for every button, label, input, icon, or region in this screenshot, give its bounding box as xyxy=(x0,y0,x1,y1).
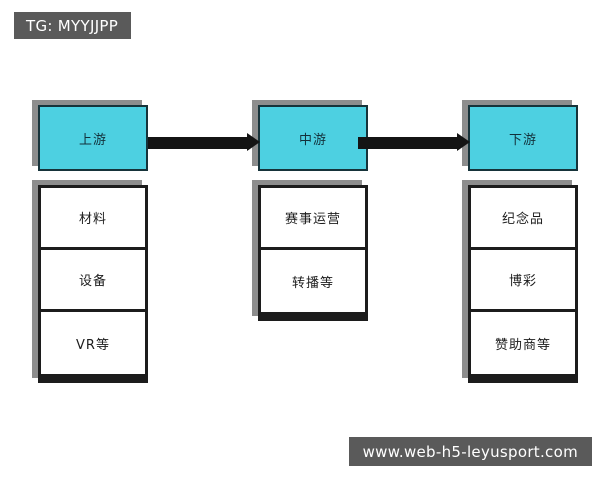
list-item[interactable]: 纪念品 xyxy=(471,188,575,250)
column-midstream-header-label: 中游 xyxy=(298,132,327,148)
column-downstream-header-label: 下游 xyxy=(508,132,537,148)
column-downstream: 下游 纪念品 博彩 赞助商等 xyxy=(462,100,578,383)
column-upstream-header[interactable]: 上游 xyxy=(38,105,148,171)
list-item[interactable]: 设备 xyxy=(41,250,145,312)
column-midstream-header[interactable]: 中游 xyxy=(258,105,368,171)
connector-shaft-thin xyxy=(148,146,248,149)
list-item-label: 赞助商等 xyxy=(494,337,551,353)
list-item[interactable]: VR等 xyxy=(41,312,145,374)
connector-shaft xyxy=(358,137,460,146)
column-upstream-header-label: 上游 xyxy=(78,132,107,148)
column-midstream: 中游 赛事运营 转播等 xyxy=(252,100,368,321)
list-item-label: VR等 xyxy=(76,337,110,353)
column-midstream-header-wrap: 中游 xyxy=(252,100,368,171)
connector-shaft-thin xyxy=(358,146,458,149)
list-item-label: 材料 xyxy=(78,212,107,227)
arrow-head-icon xyxy=(457,133,470,151)
column-upstream-items: 材料 设备 VR等 xyxy=(38,185,148,383)
arrow-head-icon xyxy=(247,133,260,151)
list-item-label: 设备 xyxy=(78,274,107,289)
column-upstream-items-wrap: 材料 设备 VR等 xyxy=(32,180,148,383)
list-item[interactable]: 材料 xyxy=(41,188,145,250)
column-midstream-items: 赛事运营 转播等 xyxy=(258,185,368,321)
tg-badge-label: TG: MYYJJPP xyxy=(26,16,119,35)
column-upstream-header-wrap: 上游 xyxy=(32,100,148,171)
site-watermark-label: www.web-h5-leyusport.com xyxy=(362,442,578,461)
list-item-label: 转播等 xyxy=(291,275,334,291)
list-item[interactable]: 赞助商等 xyxy=(471,312,575,374)
list-item[interactable]: 赛事运营 xyxy=(261,188,365,250)
list-item[interactable]: 转播等 xyxy=(261,250,365,312)
column-downstream-header-wrap: 下游 xyxy=(462,100,578,171)
column-downstream-header[interactable]: 下游 xyxy=(468,105,578,171)
column-upstream: 上游 材料 设备 VR等 xyxy=(32,100,148,383)
column-midstream-items-wrap: 赛事运营 转播等 xyxy=(252,180,368,321)
connector-upstream-to-midstream-arrow-icon xyxy=(148,131,260,153)
list-item-label: 博彩 xyxy=(508,274,537,289)
column-downstream-items-wrap: 纪念品 博彩 赞助商等 xyxy=(462,180,578,383)
connector-midstream-to-downstream-arrow-icon xyxy=(358,131,470,153)
column-downstream-items: 纪念品 博彩 赞助商等 xyxy=(468,185,578,383)
list-item-label: 纪念品 xyxy=(501,212,544,227)
site-watermark: www.web-h5-leyusport.com xyxy=(348,437,592,466)
tg-badge: TG: MYYJJPP xyxy=(14,12,132,39)
connector-shaft xyxy=(148,137,250,146)
list-item[interactable]: 博彩 xyxy=(471,250,575,312)
list-item-label: 赛事运营 xyxy=(284,212,341,227)
